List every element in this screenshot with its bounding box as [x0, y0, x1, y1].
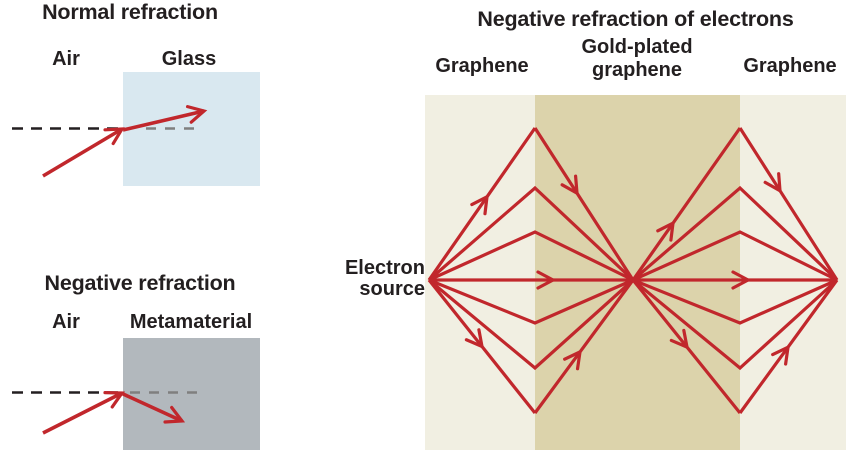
region-label-graphene-right: Graphene: [743, 55, 837, 77]
medium-label-glass: Glass: [161, 48, 217, 70]
incident-ray-arrow: [42, 391, 126, 435]
graphene-band-left: [425, 95, 535, 450]
electron-ray-outer-bottom: [533, 279, 635, 414]
region-label-graphene-left: Graphene: [435, 55, 529, 77]
panel-title-normal-refraction: Normal refraction: [42, 0, 218, 24]
electron-ray-outer-top: [738, 127, 839, 281]
medium-label-air: Air: [52, 48, 80, 70]
normal-refraction-graphic: [12, 72, 260, 186]
electron-ray-outer-top: [427, 127, 537, 281]
region-label-line2: graphene: [591, 59, 683, 81]
electron-ray-outer-top: [631, 127, 742, 281]
electron-refraction-graphic: [425, 95, 846, 450]
electron-ray-outer-bottom: [631, 278, 742, 415]
electron-source-label: Electron source: [330, 258, 425, 300]
panel-title-negative-refraction: Negative refraction: [44, 271, 236, 295]
incident-ray-arrow: [42, 127, 125, 178]
region-label-line1: Gold-plated: [581, 36, 693, 58]
metamaterial-block: [123, 338, 260, 450]
medium-label-metamaterial: Metamaterial: [129, 311, 253, 333]
electron-ray-outer-top: [533, 127, 635, 281]
electron-source-line1: Electron: [344, 257, 425, 279]
medium-label-air: Air: [52, 311, 80, 333]
electron-ray-outer-bottom: [738, 279, 839, 414]
negatively-refracted-ray-arrow: [122, 392, 186, 424]
refracted-ray-arrow: [122, 105, 208, 132]
negative-refraction-graphic: [12, 338, 260, 450]
electron-ray-outer-bottom: [427, 279, 537, 414]
region-label-gold-plated-graphene: Gold-plated graphene: [557, 36, 717, 82]
electron-source-line2: source: [359, 278, 425, 300]
panel-title-electron-refraction: Negative refraction of electrons: [477, 7, 794, 31]
